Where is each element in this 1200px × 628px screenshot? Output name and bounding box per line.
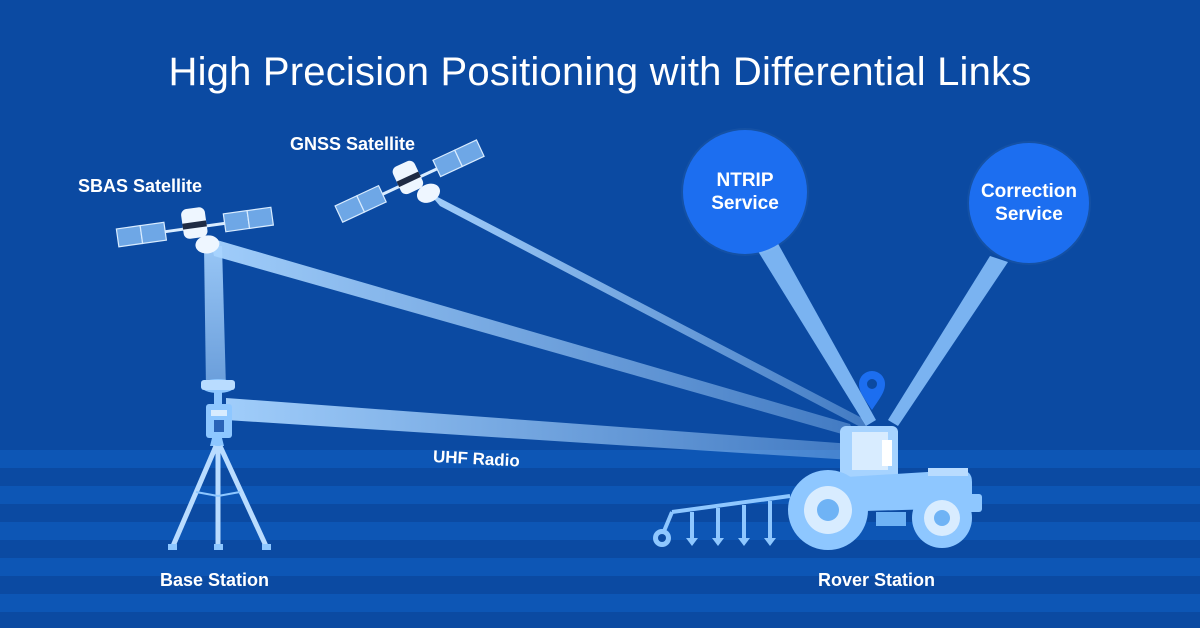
correction-service-line1: Correction	[980, 181, 1078, 202]
base-station-label: Base Station	[160, 570, 270, 590]
ntrip-service-line2: Service	[711, 193, 779, 214]
ntrip-service-node: NTRIP Service	[683, 130, 807, 254]
location-pin-icon	[859, 371, 885, 410]
diagram-title: High Precision Positioning with Differen…	[168, 50, 1032, 94]
ntrip-service-line1: NTRIP	[716, 170, 774, 191]
tripod-gnss-receiver-icon	[168, 379, 271, 550]
sbas-to-rover-beam	[210, 238, 856, 438]
sbas-satellite-icon	[115, 206, 275, 254]
gnss-to-rover-beam	[428, 192, 870, 432]
signal-beams	[204, 192, 1008, 460]
ntrip-to-rover-beam	[756, 240, 876, 426]
correction-service-node: Correction Service	[969, 143, 1089, 263]
sbas-satellite-label: SBAS Satellite	[78, 176, 203, 196]
rover-station-label: Rover Station	[818, 570, 936, 590]
gnss-satellite-icon	[334, 139, 485, 224]
tractor-icon	[653, 426, 982, 550]
correction-to-rover-beam	[888, 256, 1008, 426]
sbas-to-base-beam	[204, 246, 226, 388]
uhf-radio-beam	[226, 398, 852, 460]
gnss-satellite-label: GNSS Satellite	[290, 134, 416, 154]
correction-service-line2: Service	[995, 204, 1063, 225]
